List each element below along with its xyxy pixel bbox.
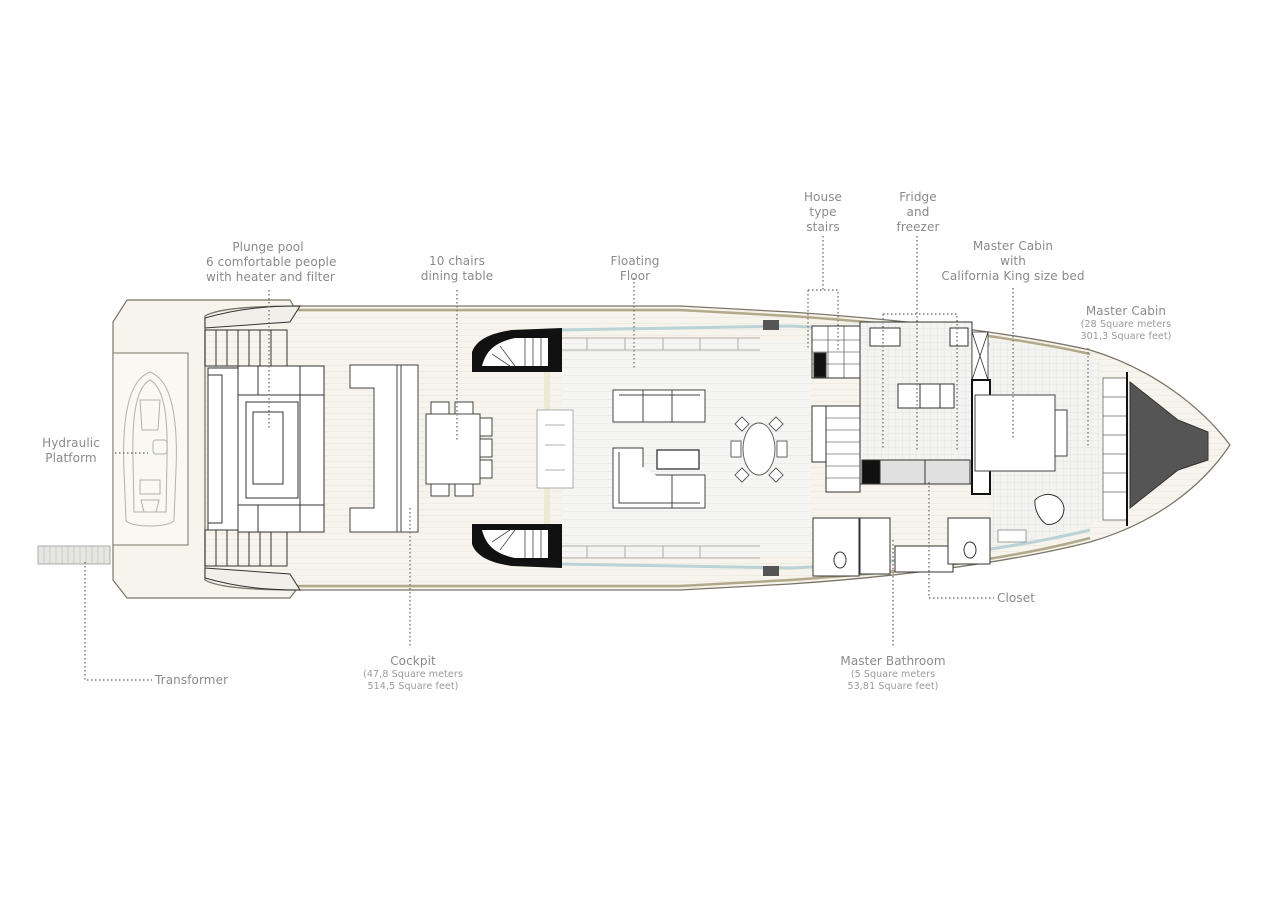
aft-stairs [472,328,562,568]
label-plunge-pool: Plunge pool 6 comfortable people with he… [206,240,337,284]
label-hydraulic-platform: Hydraulic Platform [42,436,100,465]
master-bathroom [812,517,991,577]
galley-fridge-freezer [859,321,989,485]
label-cockpit: Cockpit (47,8 Square meters 514,5 Square… [363,654,463,692]
label-transformer: Transformer [155,673,229,687]
transformer-gangway [37,545,111,565]
label-master-cabin-bed: Master Cabin with California King size b… [941,239,1085,283]
leader-lines [84,236,1089,681]
label-dining-table: 10 chairs dining table [420,254,494,283]
label-floating-floor: Floating Floor [610,254,660,283]
bow [1102,372,1209,526]
cockpit-sunbed [349,364,419,533]
saloon-floating-floor [536,320,810,576]
label-master-bathroom: Master Bathroom (5 Square meters 53,81 S… [840,654,946,692]
label-house-type-stairs: House type stairs [803,190,843,234]
tender-boat-icon [123,371,177,527]
label-master-cabin-area: Master Cabin (28 Square meters 301,3 Squ… [1080,304,1172,342]
label-closet: Closet [997,591,1035,605]
house-type-stairs [811,325,861,493]
dining-table-10-chairs [425,401,493,497]
plunge-pool [207,365,325,533]
master-cabin [971,340,1100,544]
label-fridge-freezer: Fridge and freezer [896,190,940,234]
